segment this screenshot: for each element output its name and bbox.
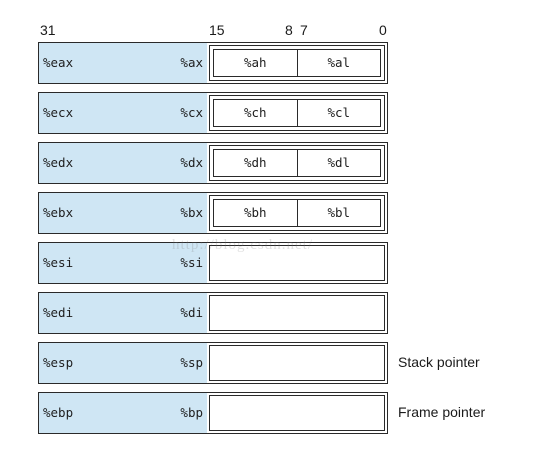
bit-label-15: 15 bbox=[209, 22, 225, 38]
register-row: %ebx %bx %bh %bl bbox=[38, 192, 388, 234]
register-32bit-name: %ebx bbox=[43, 205, 74, 220]
bit-label-31: 31 bbox=[40, 22, 56, 38]
register-16bit-name: %cx bbox=[180, 105, 203, 120]
register-low-word-box bbox=[209, 395, 385, 431]
register-name-cell: %esp %sp bbox=[39, 343, 207, 383]
register-low-byte: %dl bbox=[327, 155, 351, 170]
register-16bit-name: %dx bbox=[180, 155, 203, 170]
register-name-cell: %ebx %bx bbox=[39, 193, 207, 233]
register-note: Frame pointer bbox=[398, 404, 486, 420]
register-row: %edi %di bbox=[38, 292, 388, 334]
register-row: %esp %sp bbox=[38, 342, 388, 384]
register-name-cell: %esi %si bbox=[39, 243, 207, 283]
register-byte-pair: %dh %dl bbox=[213, 149, 381, 177]
register-low-word-box: %ah %al bbox=[209, 45, 385, 81]
register-32bit-name: %ebp bbox=[43, 405, 74, 420]
register-row: %esi %si bbox=[38, 242, 388, 284]
register-high-byte: %dh bbox=[214, 150, 298, 176]
register-low-word-box bbox=[209, 295, 385, 331]
register-byte-pair: %ah %al bbox=[213, 49, 381, 77]
register-low-byte: %al bbox=[327, 55, 351, 70]
register-32bit-name: %ecx bbox=[43, 105, 74, 120]
register-name-cell: %eax %ax bbox=[39, 43, 207, 83]
register-low-word-box: %dh %dl bbox=[209, 145, 385, 181]
register-low-byte: %bl bbox=[327, 205, 351, 220]
register-16bit-name: %si bbox=[180, 255, 203, 270]
register-16bit-name: %ax bbox=[180, 55, 203, 70]
bit-label-8: 8 bbox=[285, 22, 293, 38]
register-low-word-box: %bh %bl bbox=[209, 195, 385, 231]
register-name-cell: %ecx %cx bbox=[39, 93, 207, 133]
register-byte-pair: %bh %bl bbox=[213, 199, 381, 227]
bit-label-7: 7 bbox=[300, 22, 308, 38]
register-name-cell: %edi %di bbox=[39, 293, 207, 333]
watermark: http://blog.csdn.net/ bbox=[172, 237, 313, 253]
bit-label-0: 0 bbox=[379, 22, 387, 38]
register-high-byte: %bh bbox=[214, 200, 298, 226]
register-32bit-name: %edx bbox=[43, 155, 74, 170]
register-16bit-name: %bp bbox=[180, 405, 203, 420]
register-32bit-name: %edi bbox=[43, 305, 74, 320]
register-note: Stack pointer bbox=[398, 354, 480, 370]
register-name-cell: %edx %dx bbox=[39, 143, 207, 183]
register-row: %ecx %cx %ch %cl bbox=[38, 92, 388, 134]
register-low-byte: %cl bbox=[327, 105, 351, 120]
register-16bit-name: %di bbox=[180, 305, 203, 320]
register-32bit-name: %eax bbox=[43, 55, 74, 70]
register-row: %eax %ax %ah %al bbox=[38, 42, 388, 84]
register-name-cell: %ebp %bp bbox=[39, 393, 207, 433]
register-16bit-name: %bx bbox=[180, 205, 203, 220]
register-low-word-box: %ch %cl bbox=[209, 95, 385, 131]
register-low-word-box bbox=[209, 345, 385, 381]
register-row: %edx %dx %dh %dl bbox=[38, 142, 388, 184]
register-32bit-name: %esi bbox=[43, 255, 74, 270]
register-byte-pair: %ch %cl bbox=[213, 99, 381, 127]
register-32bit-name: %esp bbox=[43, 355, 74, 370]
register-low-word-box bbox=[209, 245, 385, 281]
register-16bit-name: %sp bbox=[180, 355, 203, 370]
register-high-byte: %ch bbox=[214, 100, 298, 126]
register-row: %ebp %bp bbox=[38, 392, 388, 434]
register-high-byte: %ah bbox=[214, 50, 298, 76]
